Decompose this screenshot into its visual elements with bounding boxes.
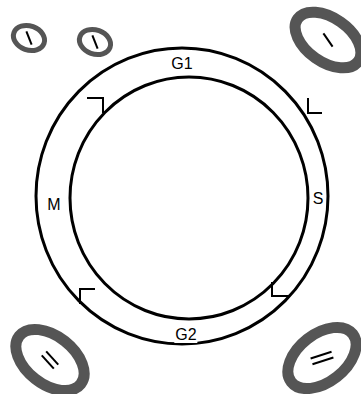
segment-label: S: [312, 191, 325, 207]
bead-symbol: [4, 317, 95, 394]
inner-ring: [70, 77, 308, 319]
segment-divider: [87, 98, 103, 113]
bead-symbol: [276, 315, 361, 394]
outer-ring: [36, 48, 328, 344]
segment-divider: [272, 282, 290, 296]
bead-symbol: [10, 21, 48, 54]
bead-symbol: [285, 1, 361, 79]
segment-label: G2: [174, 327, 197, 343]
bead-symbol: [76, 25, 114, 58]
segment-label: G1: [170, 56, 193, 72]
segment-divider: [308, 98, 322, 113]
segment-label: M: [46, 197, 61, 213]
segment-divider: [80, 289, 95, 304]
